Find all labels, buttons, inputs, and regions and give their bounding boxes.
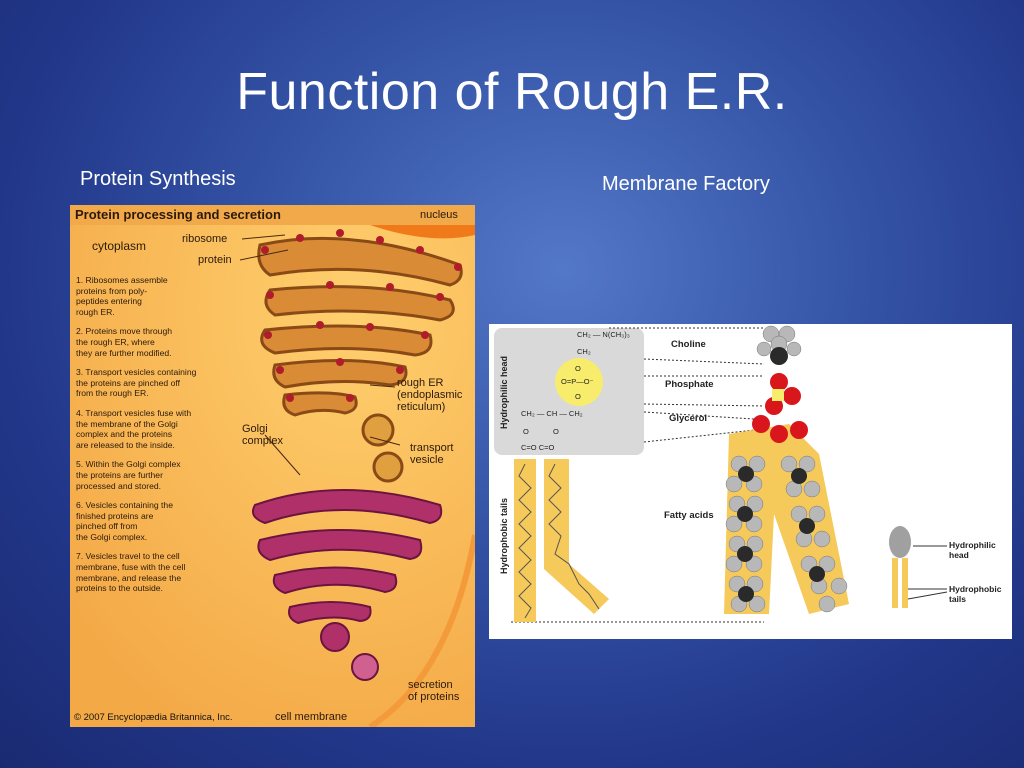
ester-formula: C=O C=O — [521, 443, 555, 452]
cell-membrane-label: cell membrane — [275, 711, 348, 723]
ester-oxygen-left: O — [523, 427, 529, 436]
oxygen-bottom: O — [575, 392, 581, 401]
process-steps-list: 1. Ribosomes assemble proteins from poly… — [76, 275, 246, 603]
phosphate-label: Phosphate — [665, 379, 714, 390]
phosphate-circle — [555, 358, 603, 406]
protein-figure-heading: Protein processing and secretion — [70, 205, 475, 225]
step-item: 6. Vesicles containing the finished prot… — [76, 500, 173, 542]
choline-formula: CH₂ — N(CH₃)₃ — [577, 330, 630, 339]
copyright-notice: © 2007 Encyclopædia Britannica, Inc. — [74, 712, 233, 723]
cytoplasm-label: cytoplasm — [92, 239, 147, 253]
phospholipid-head-icon — [889, 526, 911, 558]
golgi-complex-label: Golgi complex — [242, 423, 283, 447]
glycerol-label: Glycerol — [669, 413, 708, 424]
hydrophilic-head-axis-label: Hydrophilic head — [499, 355, 509, 429]
slide-title: Function of Rough E.R. — [236, 63, 788, 121]
membrane-factory-subtitle: Membrane Factory — [602, 173, 770, 195]
golgi-shape — [252, 489, 443, 625]
protein-processing-illustration — [70, 205, 475, 727]
transport-vesicle-label: transport vesicle — [410, 442, 454, 466]
phospholipid-figure: CH₂ — N(CH₃)₃ CH₂ O O=P—O⁻ O CH₂ — CH — … — [489, 324, 1012, 639]
step-item: 4. Transport vesicles fuse with the memb… — [76, 407, 192, 450]
hydrophobic-tails-label: Hydrophobic tails — [949, 584, 1002, 604]
protein-label: protein — [198, 254, 232, 266]
step-item: 2. Proteins move through the rough ER, w… — [76, 326, 173, 358]
step-item: 3. Transport vesicles containing the pro… — [76, 367, 197, 399]
step-item: 1. Ribosomes assemble proteins from poly… — [76, 275, 168, 317]
glycerol-formula: CH₂ — CH — CH₂ — [521, 409, 583, 418]
ester-oxygen-right: O — [553, 427, 559, 436]
fatty-acids-label: Fatty acids — [664, 510, 714, 521]
ribosomes — [261, 229, 462, 402]
hydrophobic-tails-axis-label: Hydrophobic tails — [499, 497, 509, 574]
rough-er-shape — [257, 236, 463, 417]
phosphate-formula: O=P—O⁻ — [561, 377, 594, 386]
carbon-atoms — [737, 347, 825, 602]
phospholipid-illustration — [494, 325, 948, 623]
secretion-of-proteins-label: secretion of proteins — [408, 679, 460, 703]
rough-er-label: rough ER (endoplasmic reticulum) — [397, 377, 463, 413]
step-item: 7. Vesicles travel to the cell membrane,… — [76, 551, 186, 594]
oxygen-atoms — [752, 373, 808, 443]
fatty-tail-right — [544, 459, 609, 614]
oxygen-top: O — [575, 364, 581, 373]
ch2-formula: CH₂ — [577, 347, 591, 356]
ribosome-label: ribosome — [182, 233, 228, 245]
protein-processing-figure: Protein processing and secretion nucleus… — [70, 205, 475, 727]
nucleus-label: nucleus — [420, 209, 458, 221]
choline-label: Choline — [671, 339, 706, 350]
fatty-tail-left — [514, 459, 536, 622]
protein-synthesis-subtitle: Protein Synthesis — [80, 168, 236, 190]
hydrophilic-head-label: Hydrophilic head — [949, 540, 996, 560]
step-item: 5. Within the Golgi complex the proteins… — [76, 459, 181, 491]
